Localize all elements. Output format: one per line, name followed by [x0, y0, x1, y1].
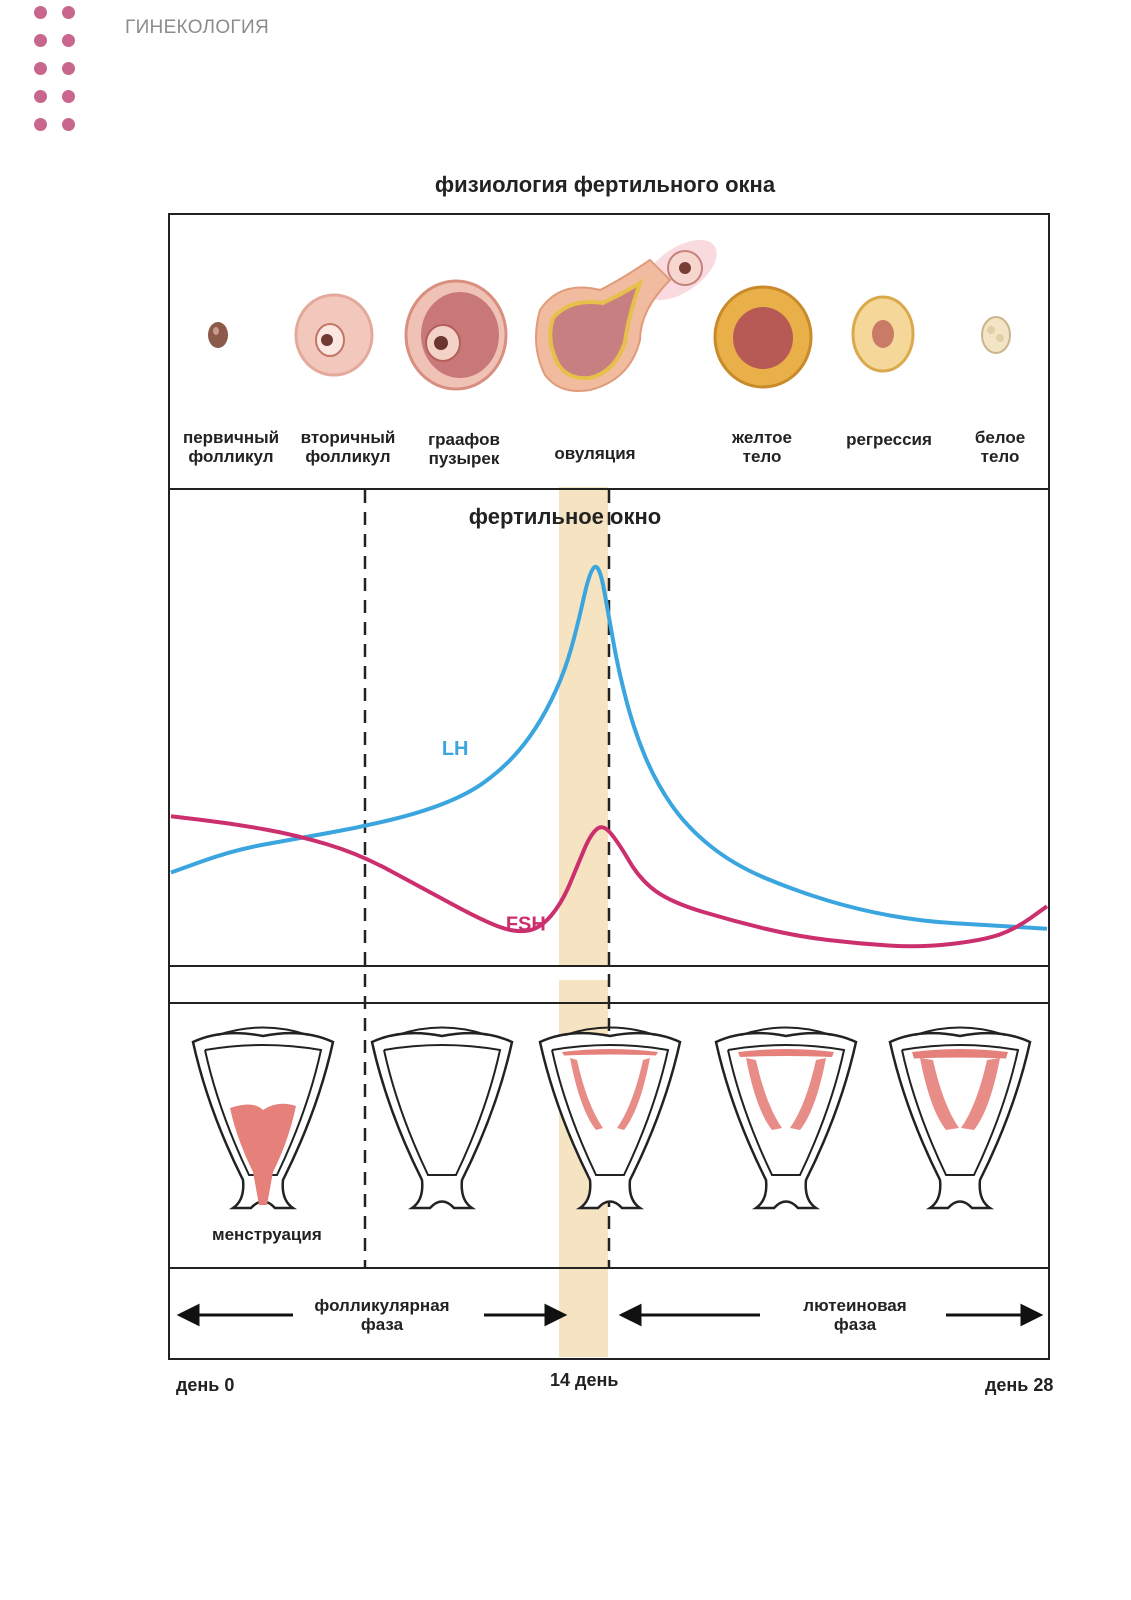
phase-arrows	[176, 1303, 1044, 1327]
figure-title: физиология фертильного окна	[434, 172, 776, 197]
series-line-fsh	[170, 814, 1049, 949]
uterus-illustration	[191, 1026, 335, 1210]
series-label-fsh: FSH	[506, 914, 546, 936]
day-start-label: день 0	[176, 1375, 235, 1395]
graafian-follicle-illustration	[404, 279, 508, 391]
menstruation-label: менструация	[212, 1225, 322, 1244]
stage-label-ovulation: овуляция	[554, 444, 636, 463]
decorative-dot	[62, 6, 75, 19]
series-label-lh: LH	[442, 738, 469, 760]
day-mid-label: 14 день	[550, 1370, 619, 1390]
regression-illustration	[851, 295, 915, 373]
decorative-dots	[34, 6, 88, 134]
decorative-dot	[34, 118, 47, 131]
uterus-illustrations	[191, 1026, 1032, 1210]
primary-follicle-illustration	[208, 322, 228, 348]
uterus-illustration	[538, 1026, 682, 1210]
decorative-dot	[34, 62, 47, 75]
series-line-lh	[170, 564, 1048, 931]
decorative-dot	[62, 90, 75, 103]
hormone-chart: LH FSH	[170, 564, 1049, 949]
corpus-albicans-illustration	[981, 316, 1011, 354]
uterus-illustration	[888, 1026, 1032, 1210]
decorative-dot	[62, 34, 75, 47]
stage-label-regression: регрессия	[846, 430, 932, 449]
decorative-dot	[34, 6, 47, 19]
fertile-window-label: фертильное окно	[468, 504, 662, 529]
corpus-luteum-illustration	[713, 285, 813, 389]
secondary-follicle-illustration	[294, 293, 374, 377]
section-label: ГИНЕКОЛОГИЯ	[125, 17, 269, 38]
uterus-illustration	[714, 1026, 858, 1210]
decorative-dot	[34, 34, 47, 47]
decorative-dot	[62, 62, 75, 75]
uterus-illustration	[370, 1026, 514, 1210]
day-end-label: день 28	[985, 1375, 1054, 1395]
decorative-dot	[34, 90, 47, 103]
decorative-dot	[62, 118, 75, 131]
ovulation-illustration	[535, 239, 717, 392]
